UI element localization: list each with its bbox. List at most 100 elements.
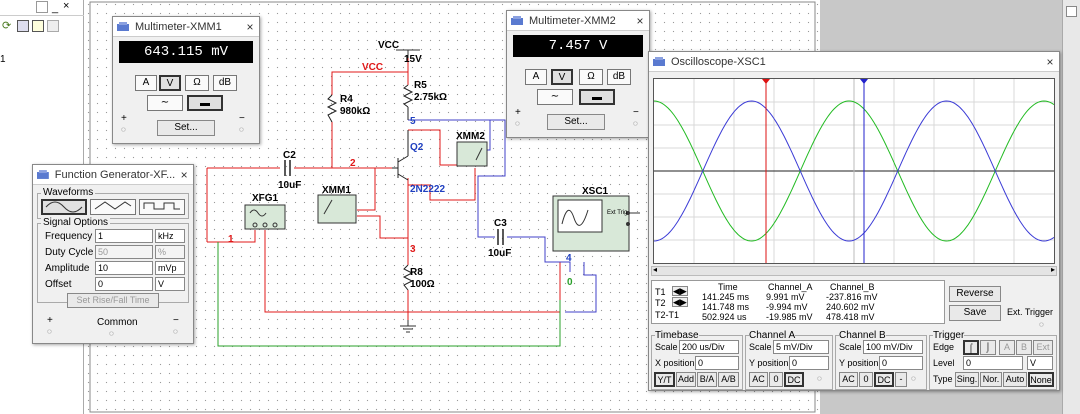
xmm2-set-button[interactable]: Set... xyxy=(547,114,605,130)
trigger-level-input[interactable]: 0 xyxy=(963,356,1023,370)
terminal-icon[interactable]: ◌ xyxy=(47,327,52,336)
xmm2-db-button[interactable]: dB xyxy=(607,69,631,85)
refresh-icon[interactable]: ⟳ xyxy=(2,20,12,32)
xmm2-ammeter-button[interactable]: A xyxy=(525,69,547,85)
sine-wave-button[interactable] xyxy=(41,199,87,215)
xmm1-dc-button[interactable]: ▬ xyxy=(187,95,223,111)
q2-model: 2N2222 xyxy=(410,184,446,195)
xsc1-label[interactable]: XSC1 xyxy=(582,186,609,197)
cursor-t2-marker-icon[interactable] xyxy=(860,79,868,84)
ba-button[interactable]: B/A xyxy=(697,372,717,387)
trigger-auto-button[interactable]: Auto xyxy=(1003,372,1027,387)
duty-cycle-input: 50 xyxy=(95,245,153,259)
yt-button[interactable]: Y/T xyxy=(654,372,675,387)
trigger-a-button[interactable]: A xyxy=(999,340,1015,355)
t2-arrow-buttons-icon[interactable]: ◀▶ xyxy=(672,297,688,307)
amplitude-input[interactable]: 10 xyxy=(95,261,153,275)
trigger-none-button[interactable]: None xyxy=(1028,372,1054,387)
channel-a-ac-button[interactable]: AC xyxy=(749,372,768,387)
timebase-xpos-input[interactable]: 0 xyxy=(695,356,739,370)
minimize-icon[interactable] xyxy=(36,1,48,13)
trigger-b-button[interactable]: B xyxy=(1016,340,1032,355)
xmm1-ammeter-button[interactable]: A xyxy=(135,75,157,91)
xmm2-ohmmeter-button[interactable]: Ω xyxy=(579,69,603,85)
channel-a-scale-input[interactable]: 5 mV/Div xyxy=(773,340,829,354)
square-wave-button[interactable] xyxy=(139,199,185,215)
terminal-icon[interactable]: ◌ xyxy=(515,119,520,128)
osc-horizontal-scrollbar[interactable]: ◂ ▸ xyxy=(651,265,1057,276)
c2-name: C2 xyxy=(283,150,296,161)
terminal-icon[interactable]: ◌ xyxy=(239,125,244,134)
close-icon[interactable]: × xyxy=(180,167,188,182)
readout-header-time: Time xyxy=(718,282,738,292)
xmm1-db-button[interactable]: dB xyxy=(213,75,237,91)
falling-edge-button[interactable]: ⌡ xyxy=(980,340,996,355)
channel-b-ypos-input[interactable]: 0 xyxy=(879,356,923,370)
xfg1-label[interactable]: XFG1 xyxy=(252,193,279,204)
channel-b-invert-button[interactable]: - xyxy=(895,372,907,387)
rising-edge-icon: ⌠ xyxy=(968,343,974,353)
rising-edge-button[interactable]: ⌠ xyxy=(963,340,979,355)
xmm1-ohmmeter-button[interactable]: Ω xyxy=(185,75,209,91)
xmm2-voltmeter-button[interactable]: V xyxy=(551,69,573,85)
cursor-t1-marker-icon[interactable] xyxy=(762,79,770,84)
multimeter-xmm2-window[interactable]: Multimeter-XMM2 × 7.457 V A V Ω dB ∼ ▬ +… xyxy=(506,10,650,138)
xmm1-voltmeter-button[interactable]: V xyxy=(159,75,181,91)
channel-a-terminal-icon[interactable]: ◌ xyxy=(817,374,822,383)
fg-titlebar[interactable]: Function Generator-XF... × xyxy=(33,165,193,185)
terminal-icon[interactable]: ◌ xyxy=(121,125,126,134)
scroll-left-icon[interactable]: ◂ xyxy=(653,265,658,274)
channel-b-terminal-icon[interactable]: ◌ xyxy=(911,374,916,383)
channel-b-ac-button[interactable]: AC xyxy=(839,372,858,387)
frequency-unit[interactable]: kHz xyxy=(155,229,185,243)
close-icon[interactable]: × xyxy=(63,0,70,12)
oscilloscope-window[interactable]: Oscilloscope-XSC1 × xyxy=(648,51,1060,391)
offset-unit[interactable]: V xyxy=(155,277,185,291)
terminal-icon[interactable]: ◌ xyxy=(109,329,114,338)
function-generator-window[interactable]: Function Generator-XF... × Waveforms Sig… xyxy=(32,164,194,344)
frequency-input[interactable]: 1 xyxy=(95,229,153,243)
xmm2-label[interactable]: XMM2 xyxy=(456,131,485,142)
terminal-icon[interactable]: ◌ xyxy=(173,327,178,336)
xmm1-label[interactable]: XMM1 xyxy=(322,185,351,196)
ab-button[interactable]: A/B xyxy=(718,372,739,387)
scroll-up-icon[interactable] xyxy=(1066,6,1077,17)
reverse-button[interactable]: Reverse xyxy=(949,286,1001,302)
trigger-single-button[interactable]: Sing. xyxy=(955,372,979,387)
xmm2-titlebar[interactable]: Multimeter-XMM2 × xyxy=(507,11,649,31)
add-button[interactable]: Add xyxy=(676,372,696,387)
scroll-right-icon[interactable]: ▸ xyxy=(1050,265,1055,274)
vertical-scrollbar[interactable] xyxy=(1062,0,1080,414)
multimeter-xmm1-window[interactable]: Multimeter-XMM1 × 643.115 mV A V Ω dB ∼ … xyxy=(112,16,260,144)
amplitude-unit[interactable]: mVp xyxy=(155,261,185,275)
offset-input[interactable]: 0 xyxy=(95,277,153,291)
channel-a-dc-button[interactable]: DC xyxy=(784,372,804,387)
channel-b-zero-button[interactable]: 0 xyxy=(859,372,873,387)
triangle-wave-button[interactable] xyxy=(90,199,136,215)
terminal-icon[interactable]: ◌ xyxy=(633,119,638,128)
component-icon[interactable] xyxy=(17,20,29,32)
close-icon[interactable]: × xyxy=(246,19,254,34)
osc-screen[interactable] xyxy=(653,78,1055,264)
trigger-ext-button[interactable]: Ext xyxy=(1033,340,1053,355)
xmm1-ac-button[interactable]: ∼ xyxy=(147,95,183,111)
channel-a-ypos-input[interactable]: 0 xyxy=(789,356,829,370)
trigger-level-unit[interactable]: V xyxy=(1027,356,1053,370)
save-button[interactable]: Save xyxy=(949,305,1001,321)
channel-b-dc-button[interactable]: DC xyxy=(874,372,894,387)
xmm1-set-button[interactable]: Set... xyxy=(157,120,215,136)
channel-a-zero-button[interactable]: 0 xyxy=(769,372,783,387)
channel-b-scale-input[interactable]: 100 mV/Div xyxy=(863,340,923,354)
close-icon[interactable]: × xyxy=(1046,54,1054,69)
trigger-normal-button[interactable]: Nor. xyxy=(980,372,1002,387)
xmm2-dc-button[interactable]: ▬ xyxy=(579,89,615,105)
t1-arrow-buttons-icon[interactable]: ◀▶ xyxy=(672,286,688,296)
close-icon[interactable]: × xyxy=(636,13,644,28)
xmm1-titlebar[interactable]: Multimeter-XMM1 × xyxy=(113,17,259,37)
osc-titlebar[interactable]: Oscilloscope-XSC1 × xyxy=(649,52,1059,72)
terminal-icon[interactable]: ◌ xyxy=(1039,320,1044,329)
xmm2-ac-button[interactable]: ∼ xyxy=(537,89,573,105)
disabled-icon xyxy=(47,20,59,32)
timebase-scale-input[interactable]: 200 us/Div xyxy=(679,340,739,354)
open-icon[interactable] xyxy=(32,20,44,32)
